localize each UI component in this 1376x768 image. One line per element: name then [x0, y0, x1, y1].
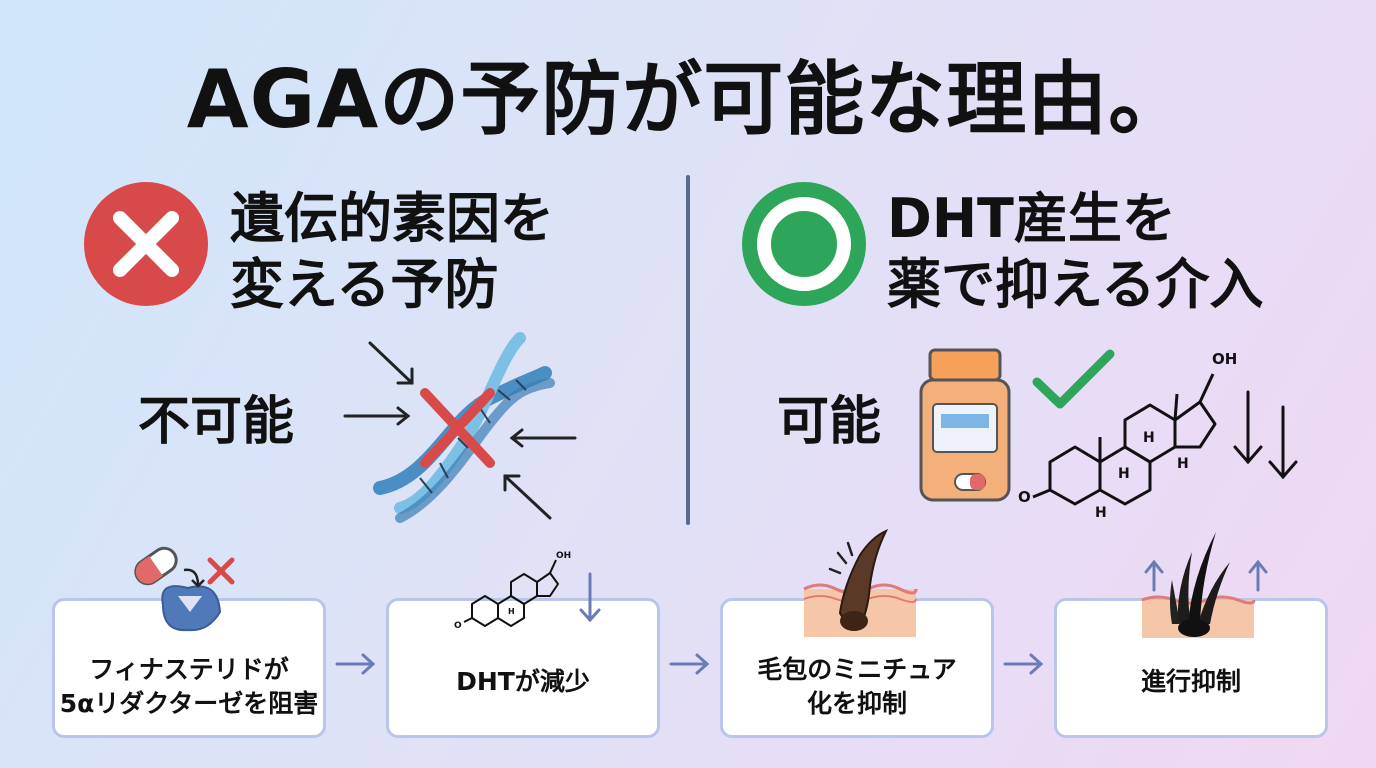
cross-mark-icon — [84, 182, 208, 306]
step-4-text: 進行抑制 — [1057, 665, 1325, 699]
left-heading-line-2: 変える予防 — [230, 253, 499, 316]
h-label-1: H — [1118, 466, 1130, 482]
impossible-label: 不可能 — [138, 392, 295, 452]
step-2-oh-label: OH — [556, 551, 571, 561]
right-heading-line-2: 薬で抑える介入 — [887, 253, 1264, 316]
step-card-4: 進行抑制 — [1054, 598, 1328, 738]
step-3-text: 毛包のミニチュア 化を抑制 — [723, 653, 991, 721]
hair-growth-icon — [1141, 532, 1268, 638]
oh-label: OH — [1212, 350, 1237, 368]
step-2-line-1: DHTが減少 — [456, 667, 590, 696]
right-heading-line-1: DHT産生を — [887, 187, 1176, 250]
step-2-text: DHTが減少 — [389, 665, 657, 699]
o-label: O — [1018, 488, 1031, 506]
step-2-o-label: O — [454, 621, 462, 631]
step-card-3: 毛包のミニチュア 化を抑制 — [720, 598, 994, 738]
arrow-right-icon-3 — [1003, 653, 1044, 675]
dna-blocked-icon — [343, 332, 577, 523]
possible-label: 可能 — [777, 392, 882, 452]
hair-follicle-icon — [803, 529, 918, 637]
step-4-line-1: 進行抑制 — [1140, 667, 1241, 696]
page-title: AGAの予防が可能な理由。 — [186, 53, 1190, 146]
circle-check-icon — [742, 182, 866, 306]
enzyme-inhibition-icon — [134, 546, 235, 632]
step-1-text: フィナステリドが 5αリダクターゼを阻害 — [55, 653, 323, 721]
step-1-line-2: 5αリダクターゼを阻害 — [59, 689, 319, 718]
h-label-3: H — [1177, 456, 1189, 472]
step-3-line-1: 毛包のミニチュア — [757, 655, 957, 684]
h-label-4: H — [1095, 505, 1107, 521]
step-2-h-label: H — [508, 607, 515, 616]
center-divider — [686, 175, 690, 525]
left-heading: 遺伝的素因を 変える予防 — [230, 186, 554, 318]
step-3-line-2: 化を抑制 — [806, 689, 907, 718]
step-card-2: DHTが減少 — [386, 598, 660, 738]
arrow-right-icon-2 — [669, 653, 710, 675]
dht-decrease-icon: OH O H — [454, 551, 601, 631]
step-1-line-1: フィナステリドが — [89, 655, 289, 684]
h-label-2: H — [1143, 430, 1155, 446]
arrow-right-icon-1 — [335, 653, 376, 675]
right-heading: DHT産生を 薬で抑える介入 — [887, 186, 1263, 318]
medicine-bottle-dht-down-icon: OH O H H H H — [919, 348, 1298, 521]
left-heading-line-1: 遺伝的素因を — [230, 187, 554, 250]
